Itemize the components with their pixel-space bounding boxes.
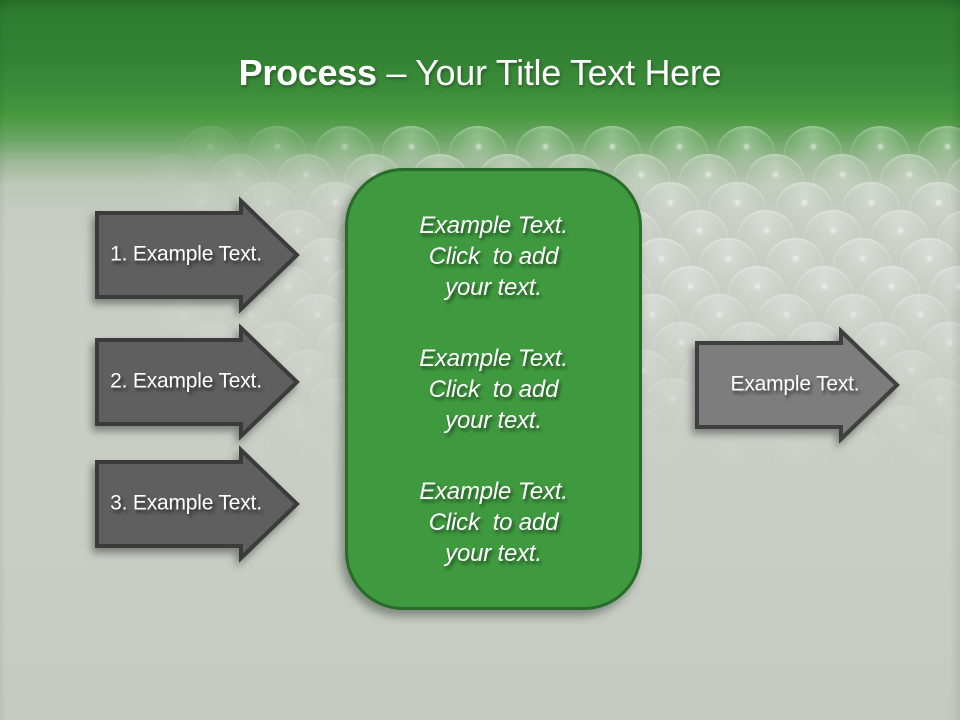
bubble xyxy=(920,322,960,368)
bubble xyxy=(949,350,960,396)
bubble xyxy=(940,406,960,452)
output-arrow-label: Example Text. xyxy=(730,372,860,396)
bubble xyxy=(871,210,929,256)
bubble xyxy=(938,210,960,256)
bubble xyxy=(911,378,960,424)
bubble xyxy=(699,238,757,284)
right-block-arrow-icon xyxy=(95,445,300,563)
bubble xyxy=(880,154,938,200)
bubble xyxy=(862,266,920,312)
bubble xyxy=(804,210,862,256)
bubble xyxy=(516,126,574,172)
panel-text-block-2[interactable]: Example Text. Click to add your text. xyxy=(419,344,568,434)
bubble xyxy=(143,154,201,200)
right-block-arrow-icon xyxy=(695,326,900,444)
slide-title-emphasis: Process xyxy=(238,52,377,93)
bubble xyxy=(909,182,960,228)
bubble xyxy=(661,266,719,312)
bubble xyxy=(746,154,804,200)
bubble xyxy=(382,126,440,172)
bubble xyxy=(717,126,775,172)
process-step-3-arrow[interactable]: 3. Example Text. xyxy=(95,445,301,563)
process-step-1-arrow[interactable]: 1. Example Text. xyxy=(95,196,301,314)
bubble xyxy=(728,266,786,312)
output-arrow[interactable]: Example Text. xyxy=(695,326,901,444)
bubble xyxy=(833,238,891,284)
bubble xyxy=(643,378,701,424)
bubble xyxy=(670,210,728,256)
bubble xyxy=(708,182,766,228)
bubble xyxy=(784,126,842,172)
bubble xyxy=(851,126,909,172)
bubble xyxy=(449,126,507,172)
bubble xyxy=(929,266,960,312)
bubble xyxy=(902,434,960,480)
panel-text-block-1[interactable]: Example Text. Click to add your text. xyxy=(419,211,568,301)
bubble xyxy=(918,126,960,172)
bubble xyxy=(315,126,373,172)
bubble xyxy=(248,126,306,172)
bubble xyxy=(900,238,958,284)
right-block-arrow-icon xyxy=(95,323,300,441)
bubble xyxy=(795,266,853,312)
bubble xyxy=(737,210,795,256)
bubble xyxy=(583,126,641,172)
slide-title-text: – Your Title Text Here xyxy=(376,52,722,93)
bubble xyxy=(813,154,871,200)
bubble xyxy=(679,154,737,200)
bubble xyxy=(181,126,239,172)
bubble xyxy=(210,154,268,200)
bubble xyxy=(775,182,833,228)
process-step-2-arrow[interactable]: 2. Example Text. xyxy=(95,323,301,441)
slide-title[interactable]: Process – Your Title Text Here xyxy=(0,50,960,96)
bubble xyxy=(947,154,960,200)
bubble xyxy=(277,154,335,200)
process-step-1-label: 1. Example Text. xyxy=(110,242,262,266)
bubble xyxy=(634,434,692,480)
process-step-2-label: 2. Example Text. xyxy=(110,369,262,393)
bubble xyxy=(650,126,708,172)
right-block-arrow-icon xyxy=(95,196,300,314)
content-panel[interactable]: Example Text. Click to add your text. Ex… xyxy=(345,168,642,610)
panel-text-block-3[interactable]: Example Text. Click to add your text. xyxy=(419,477,568,567)
process-step-3-label: 3. Example Text. xyxy=(110,491,262,515)
bubble xyxy=(842,182,900,228)
bubble xyxy=(641,182,699,228)
bubble xyxy=(766,238,824,284)
